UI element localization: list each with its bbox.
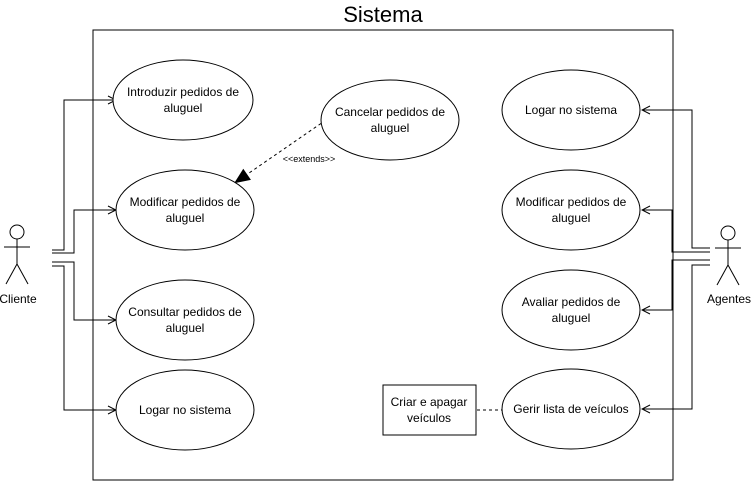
- svg-text:Logar no sistema: Logar no sistema: [525, 103, 617, 117]
- svg-text:Gerir lista de veículos: Gerir lista de veículos: [513, 402, 628, 416]
- assoc-agentes-logar: [642, 110, 710, 249]
- use-case-introduzir-pedidos: Introduzir pedidos de aluguel: [112, 59, 254, 141]
- svg-text:aluguel: aluguel: [166, 321, 205, 335]
- actor-cliente: Cliente: [0, 224, 37, 306]
- svg-text:Avaliar pedidos de: Avaliar pedidos de: [522, 295, 621, 309]
- actor-agentes-label: Agentes: [707, 292, 751, 306]
- use-case-avaliar-pedidos: Avaliar pedidos de aluguel: [501, 269, 641, 351]
- use-case-logar-cliente: Logar no sistema: [115, 369, 255, 451]
- diagram-title: Sistema: [343, 2, 423, 27]
- actor-agentes: Agentes: [707, 225, 751, 306]
- use-case-gerir-veiculos: Gerir lista de veículos: [501, 368, 641, 450]
- svg-text:Cancelar pedidos de: Cancelar pedidos de: [335, 105, 445, 119]
- assoc-cliente-modificar: [52, 210, 116, 254]
- extends-arrow: [236, 119, 327, 182]
- assoc-agentes-avaliar: [642, 259, 710, 310]
- svg-text:aluguel: aluguel: [371, 121, 410, 135]
- svg-text:aluguel: aluguel: [164, 101, 203, 115]
- use-case-modificar-pedidos-cliente: Modificar pedidos de aluguel: [115, 169, 255, 251]
- assoc-agentes-gerir: [642, 264, 710, 409]
- actor-cliente-label: Cliente: [0, 292, 37, 306]
- system-boundary: [92, 29, 674, 481]
- svg-text:Consultar pedidos de: Consultar pedidos de: [128, 305, 242, 319]
- svg-text:Introduzir pedidos de: Introduzir pedidos de: [127, 85, 239, 99]
- assoc-cliente-logar: [52, 265, 116, 410]
- assoc-cliente-consultar: [52, 261, 116, 320]
- svg-text:Criar e apagar: Criar e apagar: [391, 395, 468, 409]
- svg-text:veículos: veículos: [407, 411, 451, 425]
- use-case-modificar-pedidos-agentes: Modificar pedidos de aluguel: [501, 169, 641, 251]
- assoc-cliente-introduzir: [52, 100, 116, 251]
- svg-text:Logar no sistema: Logar no sistema: [139, 403, 231, 417]
- svg-text:aluguel: aluguel: [166, 211, 205, 225]
- box-criar-apagar-veiculos: Criar e apagar veículos: [382, 384, 477, 436]
- svg-text:aluguel: aluguel: [552, 211, 591, 225]
- svg-text:Modificar pedidos de: Modificar pedidos de: [130, 195, 241, 209]
- use-case-cancelar-pedidos: Cancelar pedidos de aluguel: [320, 79, 460, 161]
- svg-text:aluguel: aluguel: [552, 311, 591, 325]
- assoc-agentes-modificar: [642, 210, 710, 253]
- use-case-logar-agentes: Logar no sistema: [501, 69, 641, 151]
- extends-label: <<extends>>: [283, 154, 336, 164]
- svg-text:Modificar pedidos de: Modificar pedidos de: [516, 195, 627, 209]
- use-case-consultar-pedidos: Consultar pedidos de aluguel: [115, 279, 255, 361]
